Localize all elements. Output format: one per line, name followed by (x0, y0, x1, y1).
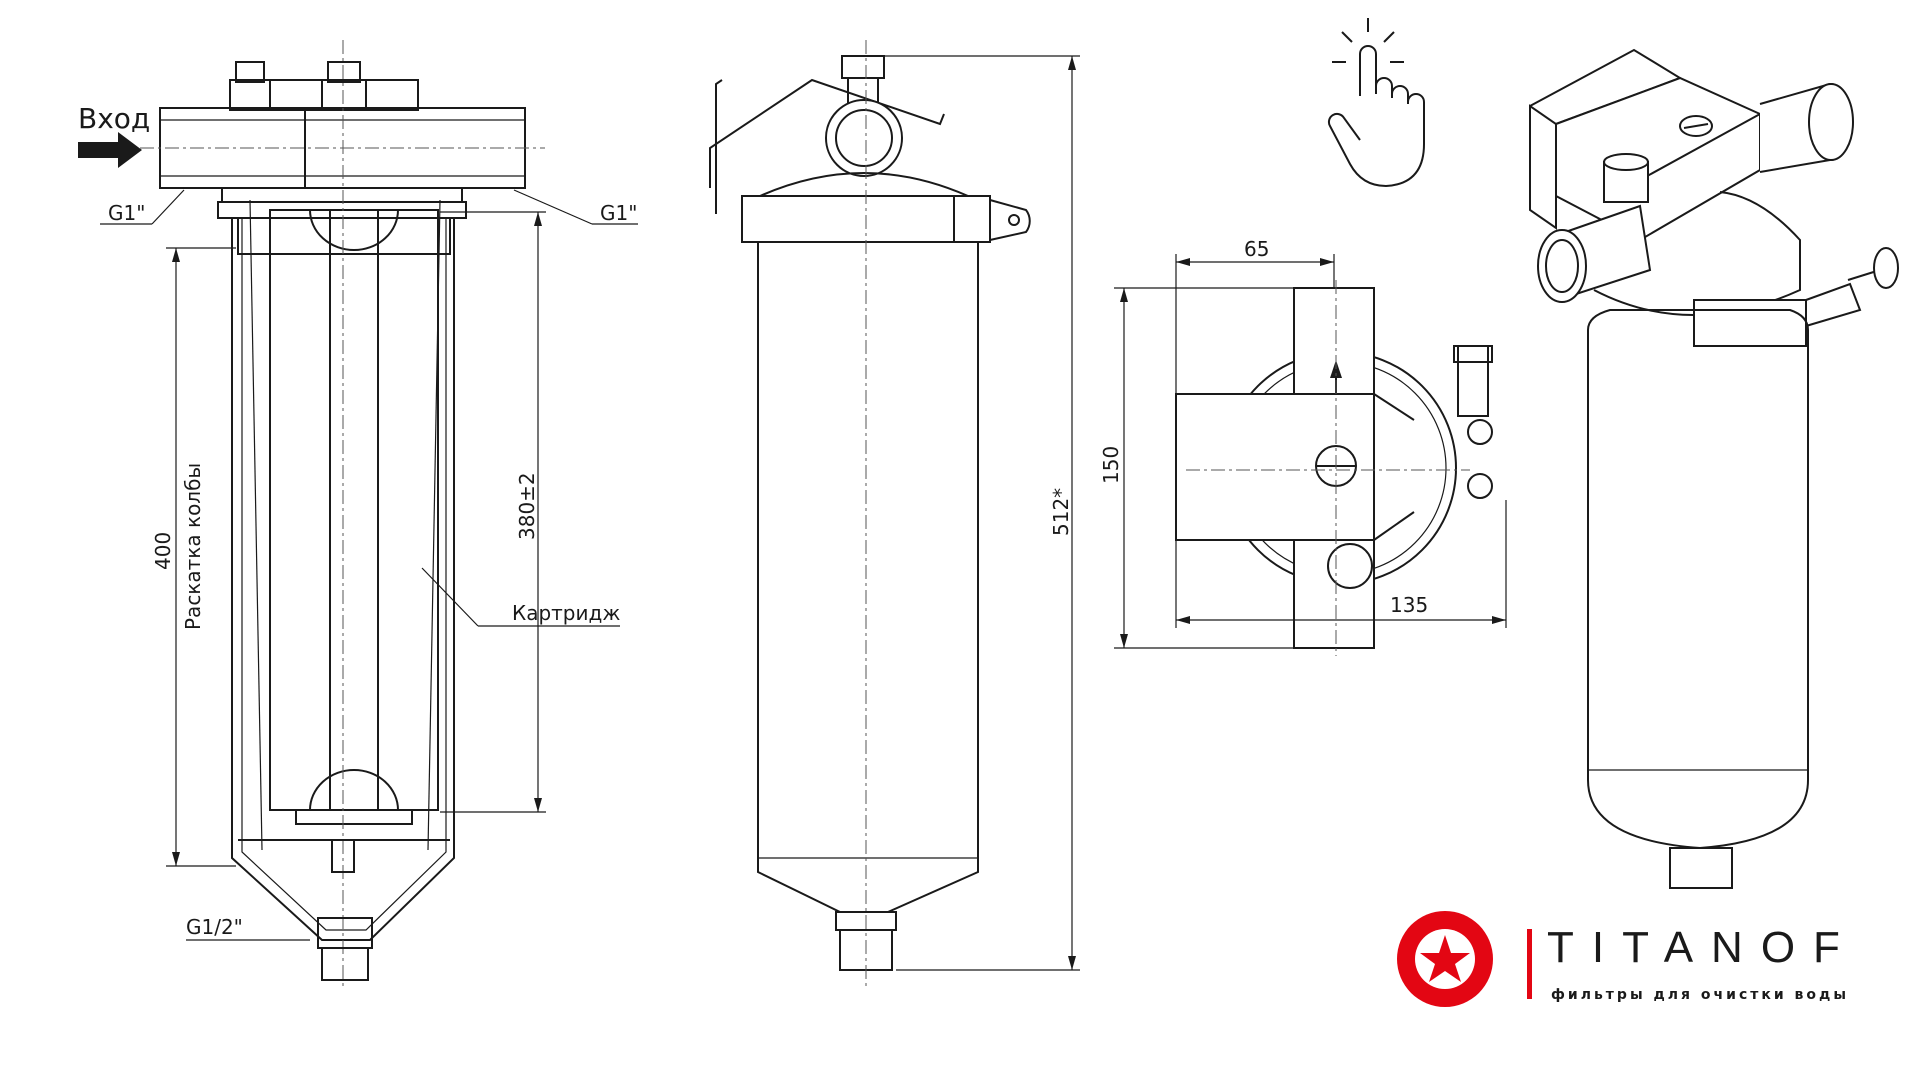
flask-length-dimension: 400 (151, 532, 175, 570)
outlet-thread-label: G1" (600, 201, 637, 225)
brand-block: TITANOF фильтры для очистки воды (1395, 905, 1885, 1015)
width-bottom-dimension: 135 (1390, 593, 1428, 617)
product-illustration (1529, 48, 1899, 889)
width-top-dimension: 65 (1244, 237, 1269, 261)
cartridge-length-dimension: 380±2 (515, 472, 539, 540)
height-side-dimension: 150 (1099, 446, 1123, 484)
inlet-label: Вход (78, 102, 150, 135)
hand-tap-icon (1327, 18, 1425, 188)
brand-name: TITANOF (1547, 923, 1858, 972)
top-view (1114, 254, 1507, 656)
section-view (78, 40, 638, 990)
cartridge-label: Картридж (512, 601, 620, 625)
side-view (709, 40, 1080, 988)
brand-tagline: фильтры для очистки воды (1551, 987, 1849, 1003)
brand-divider (1527, 929, 1532, 999)
total-height-dimension: 512* (1049, 488, 1073, 536)
inlet-thread-label: G1" (108, 201, 145, 225)
star-logo-icon (1397, 911, 1493, 1007)
flask-length-label: Раскатка колбы (181, 463, 205, 630)
drain-thread-label: G1/2" (186, 915, 243, 939)
